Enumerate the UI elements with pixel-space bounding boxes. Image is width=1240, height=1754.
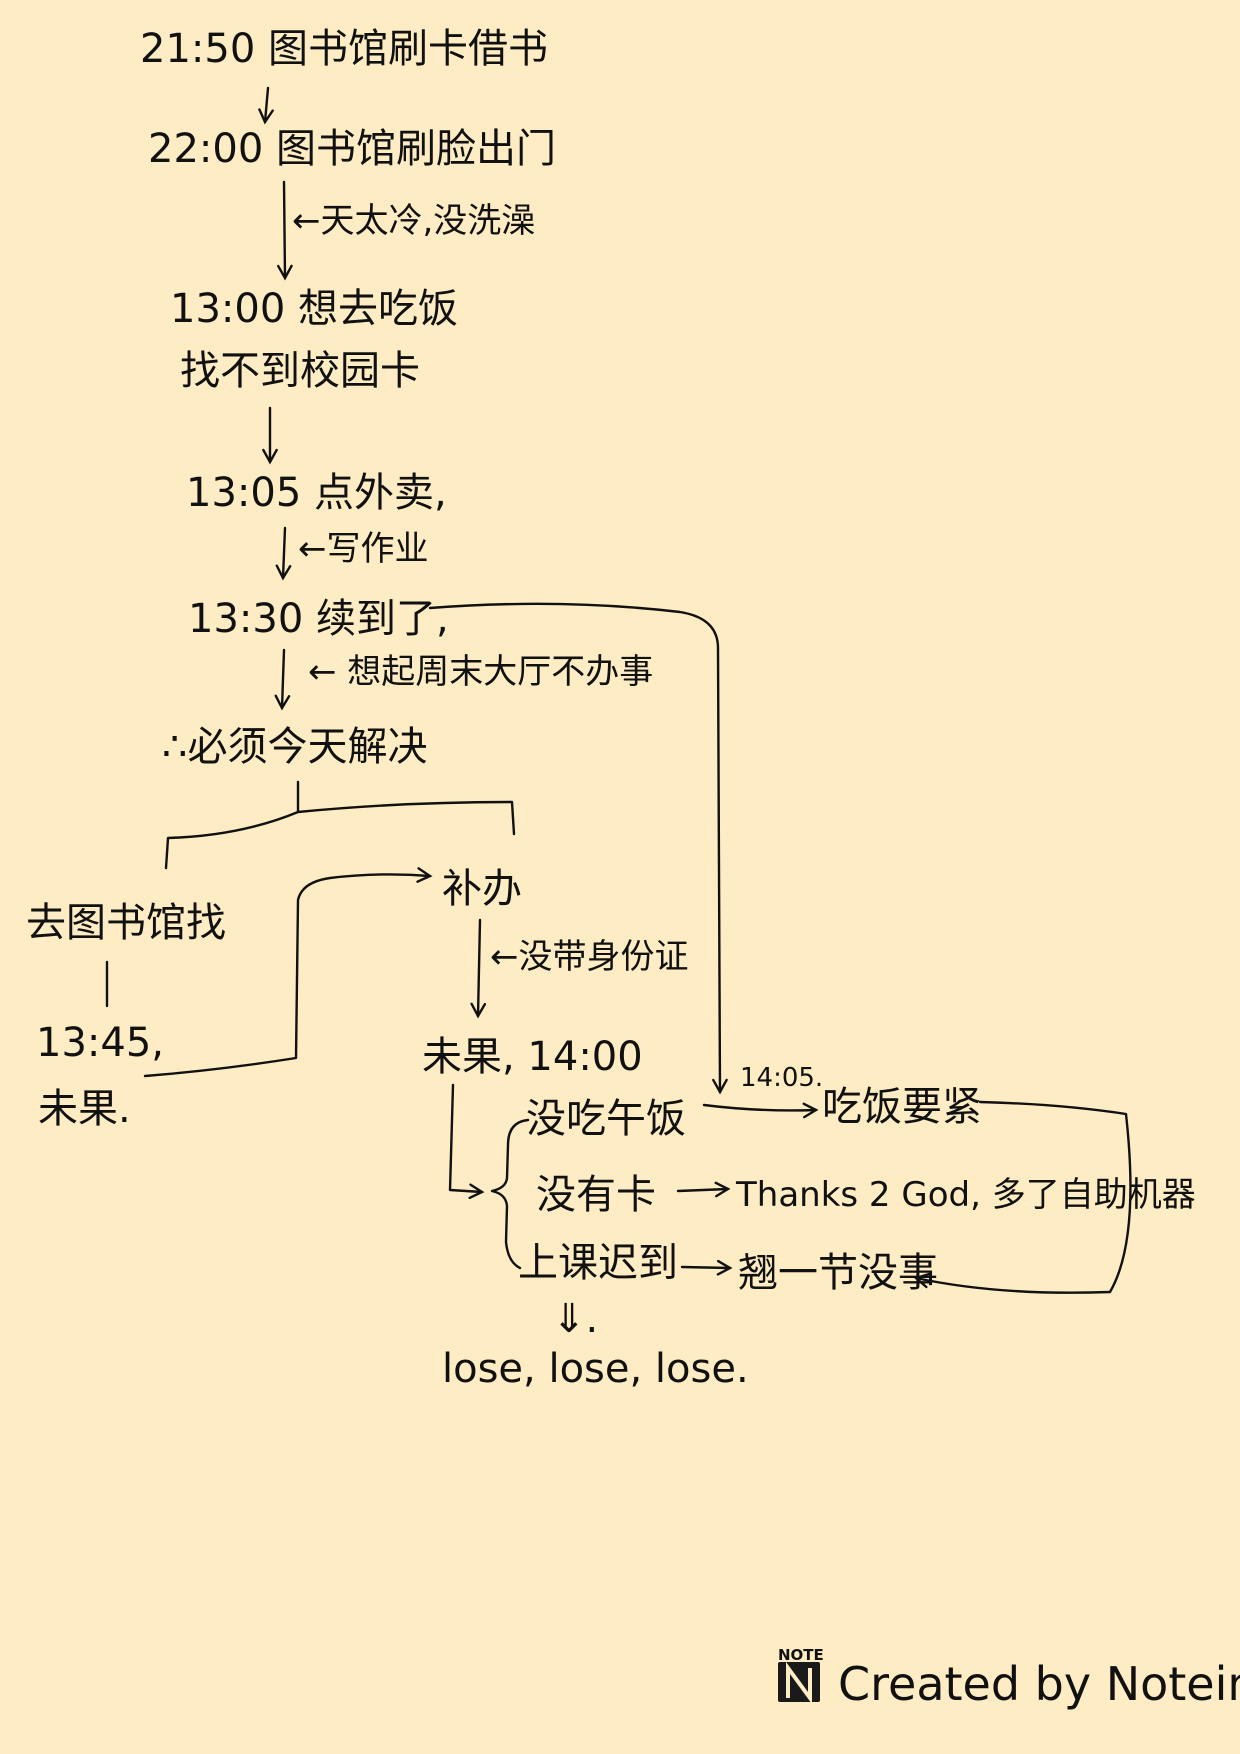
- node-not-found-left: 未果.: [38, 1086, 131, 1132]
- arrow-1330-to-must: [274, 648, 291, 711]
- notein-logo-stroke: [786, 1661, 812, 1705]
- arrow-2200-to-1300: [277, 180, 293, 281]
- node-1300: 13:00 想去吃饭: [170, 286, 458, 332]
- node-1305: 13:05 点外卖,: [186, 470, 447, 516]
- arrow-1330-to-1405: [428, 602, 728, 1095]
- node-reissue: 补办: [442, 866, 522, 912]
- arrow-left-to-reissue: [143, 867, 433, 1078]
- node-1405: 14:05.: [740, 1063, 823, 1093]
- node-late-class: 上课迟到: [518, 1240, 678, 1286]
- node-must-solve-today: ∴必须今天解决: [162, 724, 427, 770]
- arrow-reissue-to-1400: [470, 918, 487, 1019]
- node-1300-card-missing: 找不到校园卡: [180, 348, 420, 394]
- note-no-id: ←没带身份证: [490, 937, 689, 977]
- arrow-late-to-skip: [680, 1259, 733, 1276]
- note-weekend-closed: ← 想起周末大厅不办事: [308, 652, 653, 692]
- created-by-notein: Created by Notein: [838, 1657, 1240, 1711]
- node-go-library: 去图书馆找: [26, 900, 226, 946]
- node-eat-first: 吃饭要紧: [822, 1084, 982, 1130]
- node-lose: lose, lose, lose.: [442, 1346, 749, 1392]
- node-no-lunch: 没吃午饭: [526, 1096, 686, 1142]
- arrow-card-to-thanks: [676, 1181, 731, 1198]
- line-to-sub-bracket: [448, 1083, 485, 1200]
- node-double-arrow: ⇓.: [552, 1296, 598, 1342]
- branch-bracket: [164, 780, 516, 870]
- sub-bracket: [490, 1118, 530, 1270]
- arrow-2150-to-2200: [258, 86, 274, 125]
- node-2150: 21:50 图书馆刷卡借书: [140, 26, 548, 72]
- note-homework: ←写作业: [298, 529, 429, 569]
- notein-logo-note: NOTE: [778, 1646, 824, 1664]
- arrow-lunch-to-eat: [702, 1102, 819, 1119]
- arrow-1305-to-1330: [275, 526, 292, 581]
- node-not-found-1400: 未果, 14:00: [422, 1034, 643, 1080]
- node-1330: 13:30 续到了,: [188, 596, 449, 642]
- node-2200: 22:00 图书馆刷脸出门: [148, 126, 556, 172]
- node-no-card: 没有卡: [536, 1172, 656, 1218]
- node-1345: 13:45,: [36, 1020, 164, 1066]
- node-skip-class: 翘一节没事: [738, 1250, 938, 1296]
- notein-logo: NOTE: [778, 1646, 824, 1705]
- arrow-eat-to-skip: [913, 1100, 1132, 1294]
- note-too-cold: ←天太冷,没洗澡: [292, 201, 535, 241]
- node-thanks-self-service: Thanks 2 God, 多了自助机器: [735, 1175, 1196, 1215]
